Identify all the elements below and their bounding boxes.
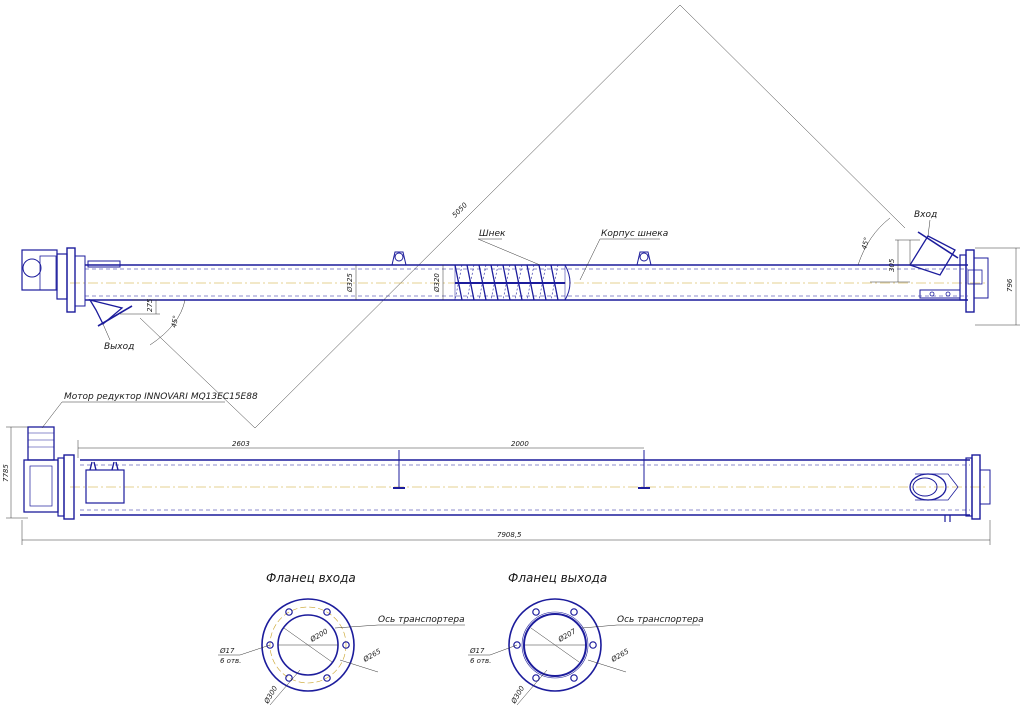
flange-inlet-inner-diameter: Ø200 bbox=[308, 627, 330, 644]
flange-outlet-title: Фланец выхода bbox=[508, 571, 607, 585]
flange-inlet-bolt-circle: Ø265 bbox=[361, 647, 383, 664]
side-inlet-end bbox=[909, 454, 991, 522]
flange-outlet-bolt-circle: Ø265 bbox=[609, 647, 631, 664]
motor-label: Мотор редуктор INNOVARI MQ13EC15E88 bbox=[64, 392, 258, 402]
total-height-dimension: 796 bbox=[1006, 278, 1014, 292]
housing-label: Корпус шнека bbox=[601, 229, 668, 239]
side-view: Мотор редуктор INNOVARI MQ13EC15E88 2603… bbox=[2, 392, 991, 545]
flange-inlet: Фланец входа Ø200 Ø265 Ось транспортера … bbox=[218, 571, 465, 706]
drive-end-top bbox=[21, 247, 121, 313]
auger-flights bbox=[454, 264, 566, 301]
flange-outlet-hole-count: 6 отв. bbox=[470, 657, 491, 665]
diagonal-extension bbox=[139, 317, 256, 429]
flange-outlet-axis-label: Ось транспортера bbox=[617, 615, 704, 625]
motor-reducer bbox=[23, 426, 75, 520]
diagonal-dim-line-right bbox=[679, 4, 906, 229]
support-spacing-2-dimension: 2000 bbox=[511, 440, 529, 448]
outlet-label: Выход bbox=[104, 342, 134, 352]
inlet-angle-dimension: 45° bbox=[860, 236, 871, 250]
flange-inlet-title: Фланец входа bbox=[266, 571, 356, 585]
diagonal-dimension: 5050 bbox=[451, 201, 470, 220]
housing-diameter-dimension: Ø325 bbox=[346, 273, 354, 293]
auger-break-line bbox=[564, 264, 571, 301]
lifting-lug-left bbox=[394, 252, 404, 262]
side-supports bbox=[393, 450, 650, 489]
total-length-dimension: 7908,5 bbox=[497, 531, 522, 539]
auger-diameter-dimension: Ø320 bbox=[433, 273, 441, 293]
top-view: 5050 bbox=[21, 4, 1020, 429]
flange-outlet: Фланец выхода Ø207 Ø265 Ось транспортера… bbox=[468, 571, 704, 706]
flange-outlet-inner-diameter: Ø207 bbox=[556, 627, 578, 644]
side-outlet-box bbox=[85, 469, 125, 504]
auger-label: Шнек bbox=[479, 229, 506, 239]
inlet-height-dimension: 305 bbox=[888, 258, 896, 272]
side-height-dimension: 7785 bbox=[2, 464, 10, 482]
lifting-lug-right bbox=[639, 252, 649, 262]
flange-inlet-hole-diameter: Ø17 bbox=[219, 647, 235, 655]
flange-inlet-axis-label: Ось транспортера bbox=[378, 615, 465, 625]
flange-inlet-hole-count: 6 отв. bbox=[220, 657, 241, 665]
outlet-height-dimension: 275 bbox=[146, 298, 154, 312]
flange-outlet-hole-diameter: Ø17 bbox=[469, 647, 485, 655]
outlet-angle-dimension: 45° bbox=[170, 315, 180, 329]
diagonal-dim-line-left bbox=[254, 4, 681, 429]
inlet-end-top bbox=[909, 231, 989, 313]
flange-outlet-outer-diameter: Ø300 bbox=[509, 684, 526, 706]
support-spacing-1-dimension: 2603 bbox=[232, 440, 250, 448]
inlet-label: Вход bbox=[914, 210, 937, 220]
flange-inlet-outer-diameter: Ø300 bbox=[262, 684, 279, 706]
